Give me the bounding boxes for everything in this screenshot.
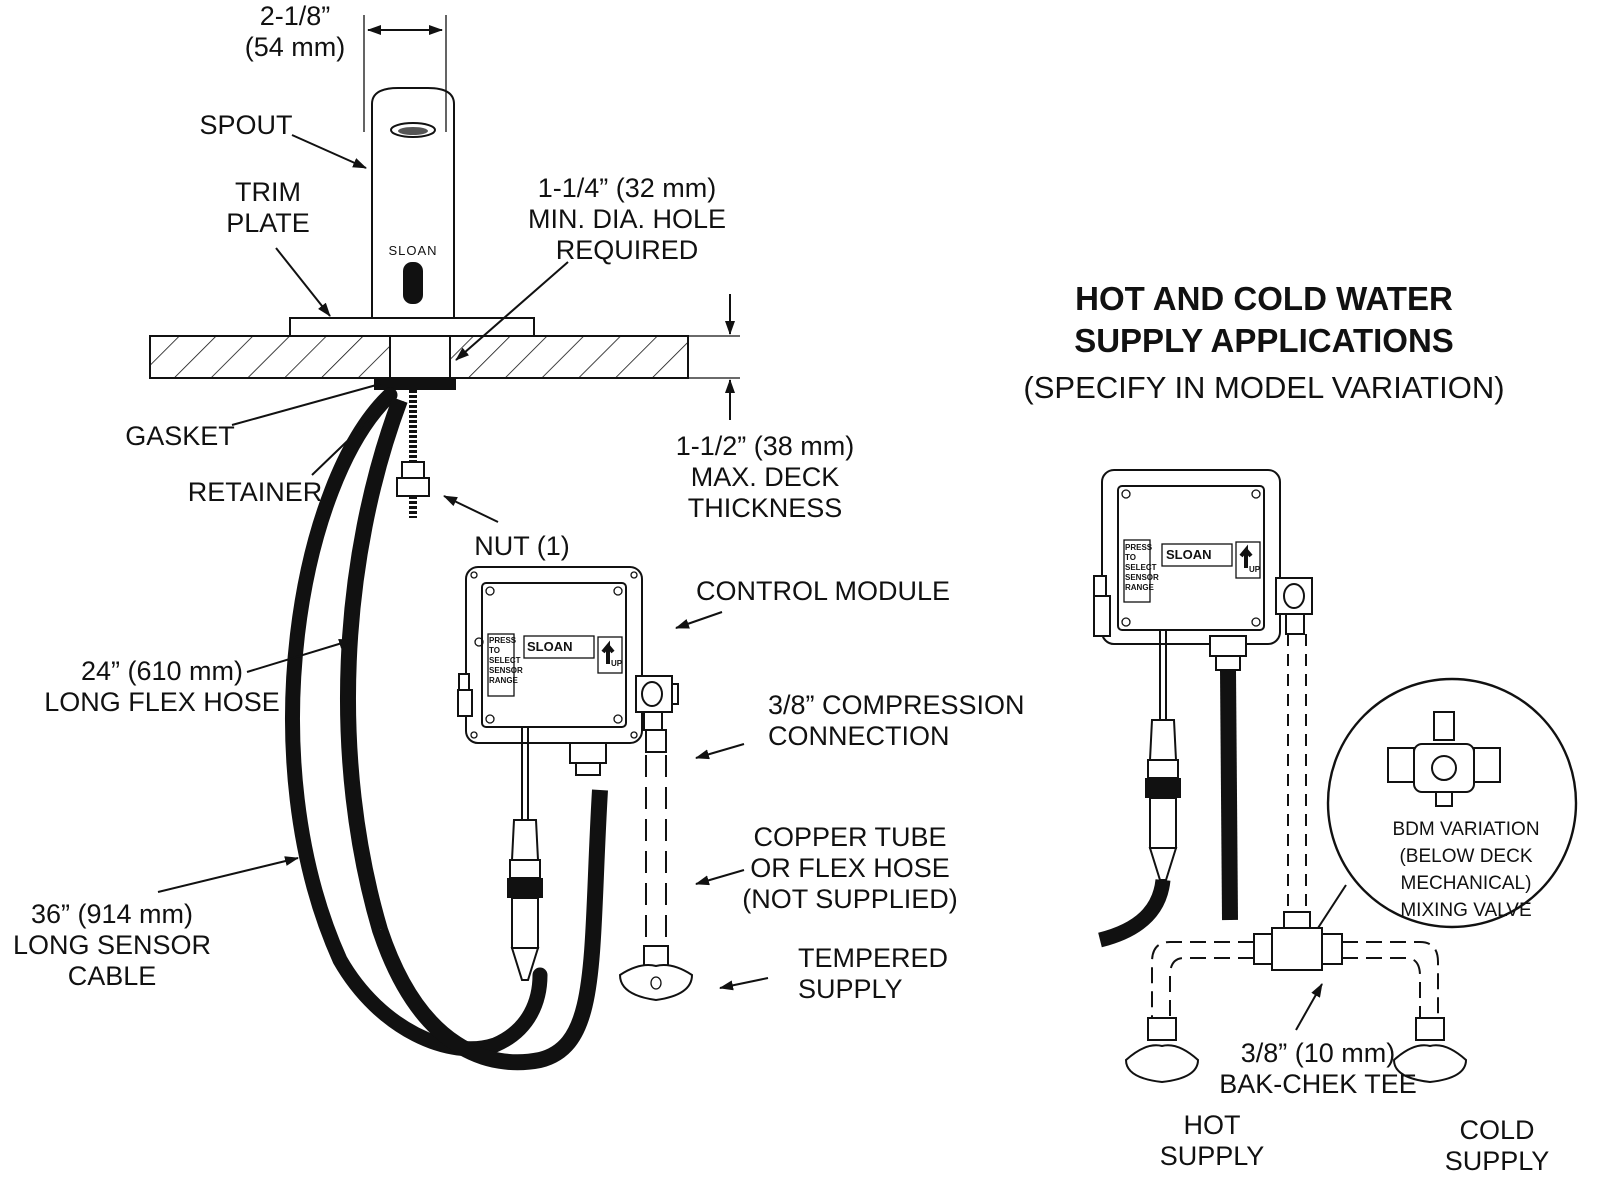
copper-label-3: (NOT SUPPLIED)	[742, 884, 958, 914]
deck-label-1: 1-1/2” (38 mm)	[676, 431, 855, 461]
hot-label-1: HOT	[1184, 1110, 1241, 1140]
hole-label-3: REQUIRED	[556, 235, 699, 265]
module-press-3: SELECT	[489, 656, 521, 665]
leader-arrows	[157, 134, 769, 991]
module-right-press-3: SELECT	[1125, 563, 1157, 572]
flex-hose-label-1: 24” (610 mm)	[81, 656, 243, 686]
hot-supply-stop	[1124, 1044, 1200, 1084]
trim-plate-label-2: PLATE	[226, 208, 310, 238]
module-right-press-2: TO	[1125, 553, 1136, 562]
tempered-supply-stop	[618, 964, 694, 1002]
control-module	[457, 566, 679, 776]
nut-label: NUT (1)	[474, 531, 570, 561]
cold-label-1: COLD	[1459, 1115, 1534, 1145]
cable-connector	[507, 727, 543, 981]
compression-label-1: 3/8” COMPRESSION	[768, 690, 1025, 720]
bdm-label-3: MECHANICAL)	[1401, 873, 1532, 894]
hole-label-2: MIN. DIA. HOLE	[528, 204, 726, 234]
flex-hose-label-2: LONG FLEX HOSE	[44, 687, 280, 717]
spout-label: SPOUT	[199, 110, 292, 140]
module-press-1: PRESS	[489, 636, 517, 645]
right-subtitle: (SPECIFY IN MODEL VARIATION)	[1023, 370, 1504, 405]
sensor-cable-label-1: 36” (914 mm)	[31, 899, 193, 929]
module-brand-text: SLOAN	[527, 639, 573, 654]
control-module-right	[1093, 469, 1313, 671]
gasket-label: GASKET	[125, 421, 235, 451]
copper-tube	[643, 729, 669, 967]
module-right-press-1: PRESS	[1125, 543, 1153, 552]
module-right-brand-text: SLOAN	[1166, 547, 1212, 562]
module-press-5: RANGE	[489, 676, 519, 685]
deck-label-3: THICKNESS	[688, 493, 843, 523]
dimension-markers	[363, 15, 740, 420]
bdm-label-4: MIXING VALVE	[1400, 900, 1531, 921]
right-title-line2: SUPPLY APPLICATIONS	[1074, 322, 1454, 359]
control-module-label: CONTROL MODULE	[696, 576, 950, 606]
cold-supply-stop	[1392, 1044, 1468, 1084]
tee-leader-arrow	[1295, 983, 1323, 1031]
bdm-label-2: (BELOW DECK	[1399, 846, 1532, 867]
module-right-press-4: SENSOR	[1125, 573, 1159, 582]
spout	[371, 87, 455, 319]
hot-label-2: SUPPLY	[1160, 1141, 1265, 1171]
bdm-valve-callout	[1317, 677, 1578, 929]
spout-width-label-2: (54 mm)	[245, 32, 346, 62]
tee-label-1: 3/8” (10 mm)	[1241, 1038, 1396, 1068]
compression-label-2: CONNECTION	[768, 721, 950, 751]
sensor-cable-label-2: LONG SENSOR	[13, 930, 211, 960]
tee-label-2: BAK-CHEK TEE	[1219, 1069, 1417, 1099]
copper-label-1: COPPER TUBE	[753, 822, 946, 852]
deck-section	[149, 335, 689, 379]
sensor-cable	[285, 387, 548, 1057]
module-press-2: TO	[489, 646, 500, 655]
retainer-label: RETAINER	[188, 477, 323, 507]
copper-label-2: OR FLEX HOSE	[750, 853, 950, 883]
trim-plate	[289, 317, 535, 337]
module-right-press-5: RANGE	[1125, 583, 1155, 592]
deck-label-2: MAX. DECK	[691, 462, 840, 492]
module-press-4: SENSOR	[489, 666, 523, 675]
threaded-shank	[396, 390, 430, 518]
tempered-label-1: TEMPERED	[798, 943, 948, 973]
cold-label-2: SUPPLY	[1445, 1146, 1550, 1176]
gasket	[374, 378, 456, 390]
module-up-text: UP	[611, 659, 623, 668]
cable-connector-right	[1098, 630, 1181, 948]
tee-supply-lines	[1147, 634, 1445, 1041]
bdm-label-1: BDM VARIATION	[1392, 819, 1539, 840]
tempered-label-2: SUPPLY	[798, 974, 903, 1004]
hole-label-1: 1-1/4” (32 mm)	[538, 173, 717, 203]
labels: 2-1/8” (54 mm) SPOUT TRIM PLATE 1-1/4” (…	[13, 1, 1549, 1176]
spout-width-label-1: 2-1/8”	[260, 1, 331, 31]
module-right-up-text: UP	[1249, 565, 1261, 574]
spout-brand-text: SLOAN	[388, 243, 437, 258]
trim-plate-label-1: TRIM	[235, 177, 301, 207]
sensor-cable-label-3: CABLE	[68, 961, 157, 991]
right-title-line1: HOT AND COLD WATER	[1075, 280, 1453, 317]
